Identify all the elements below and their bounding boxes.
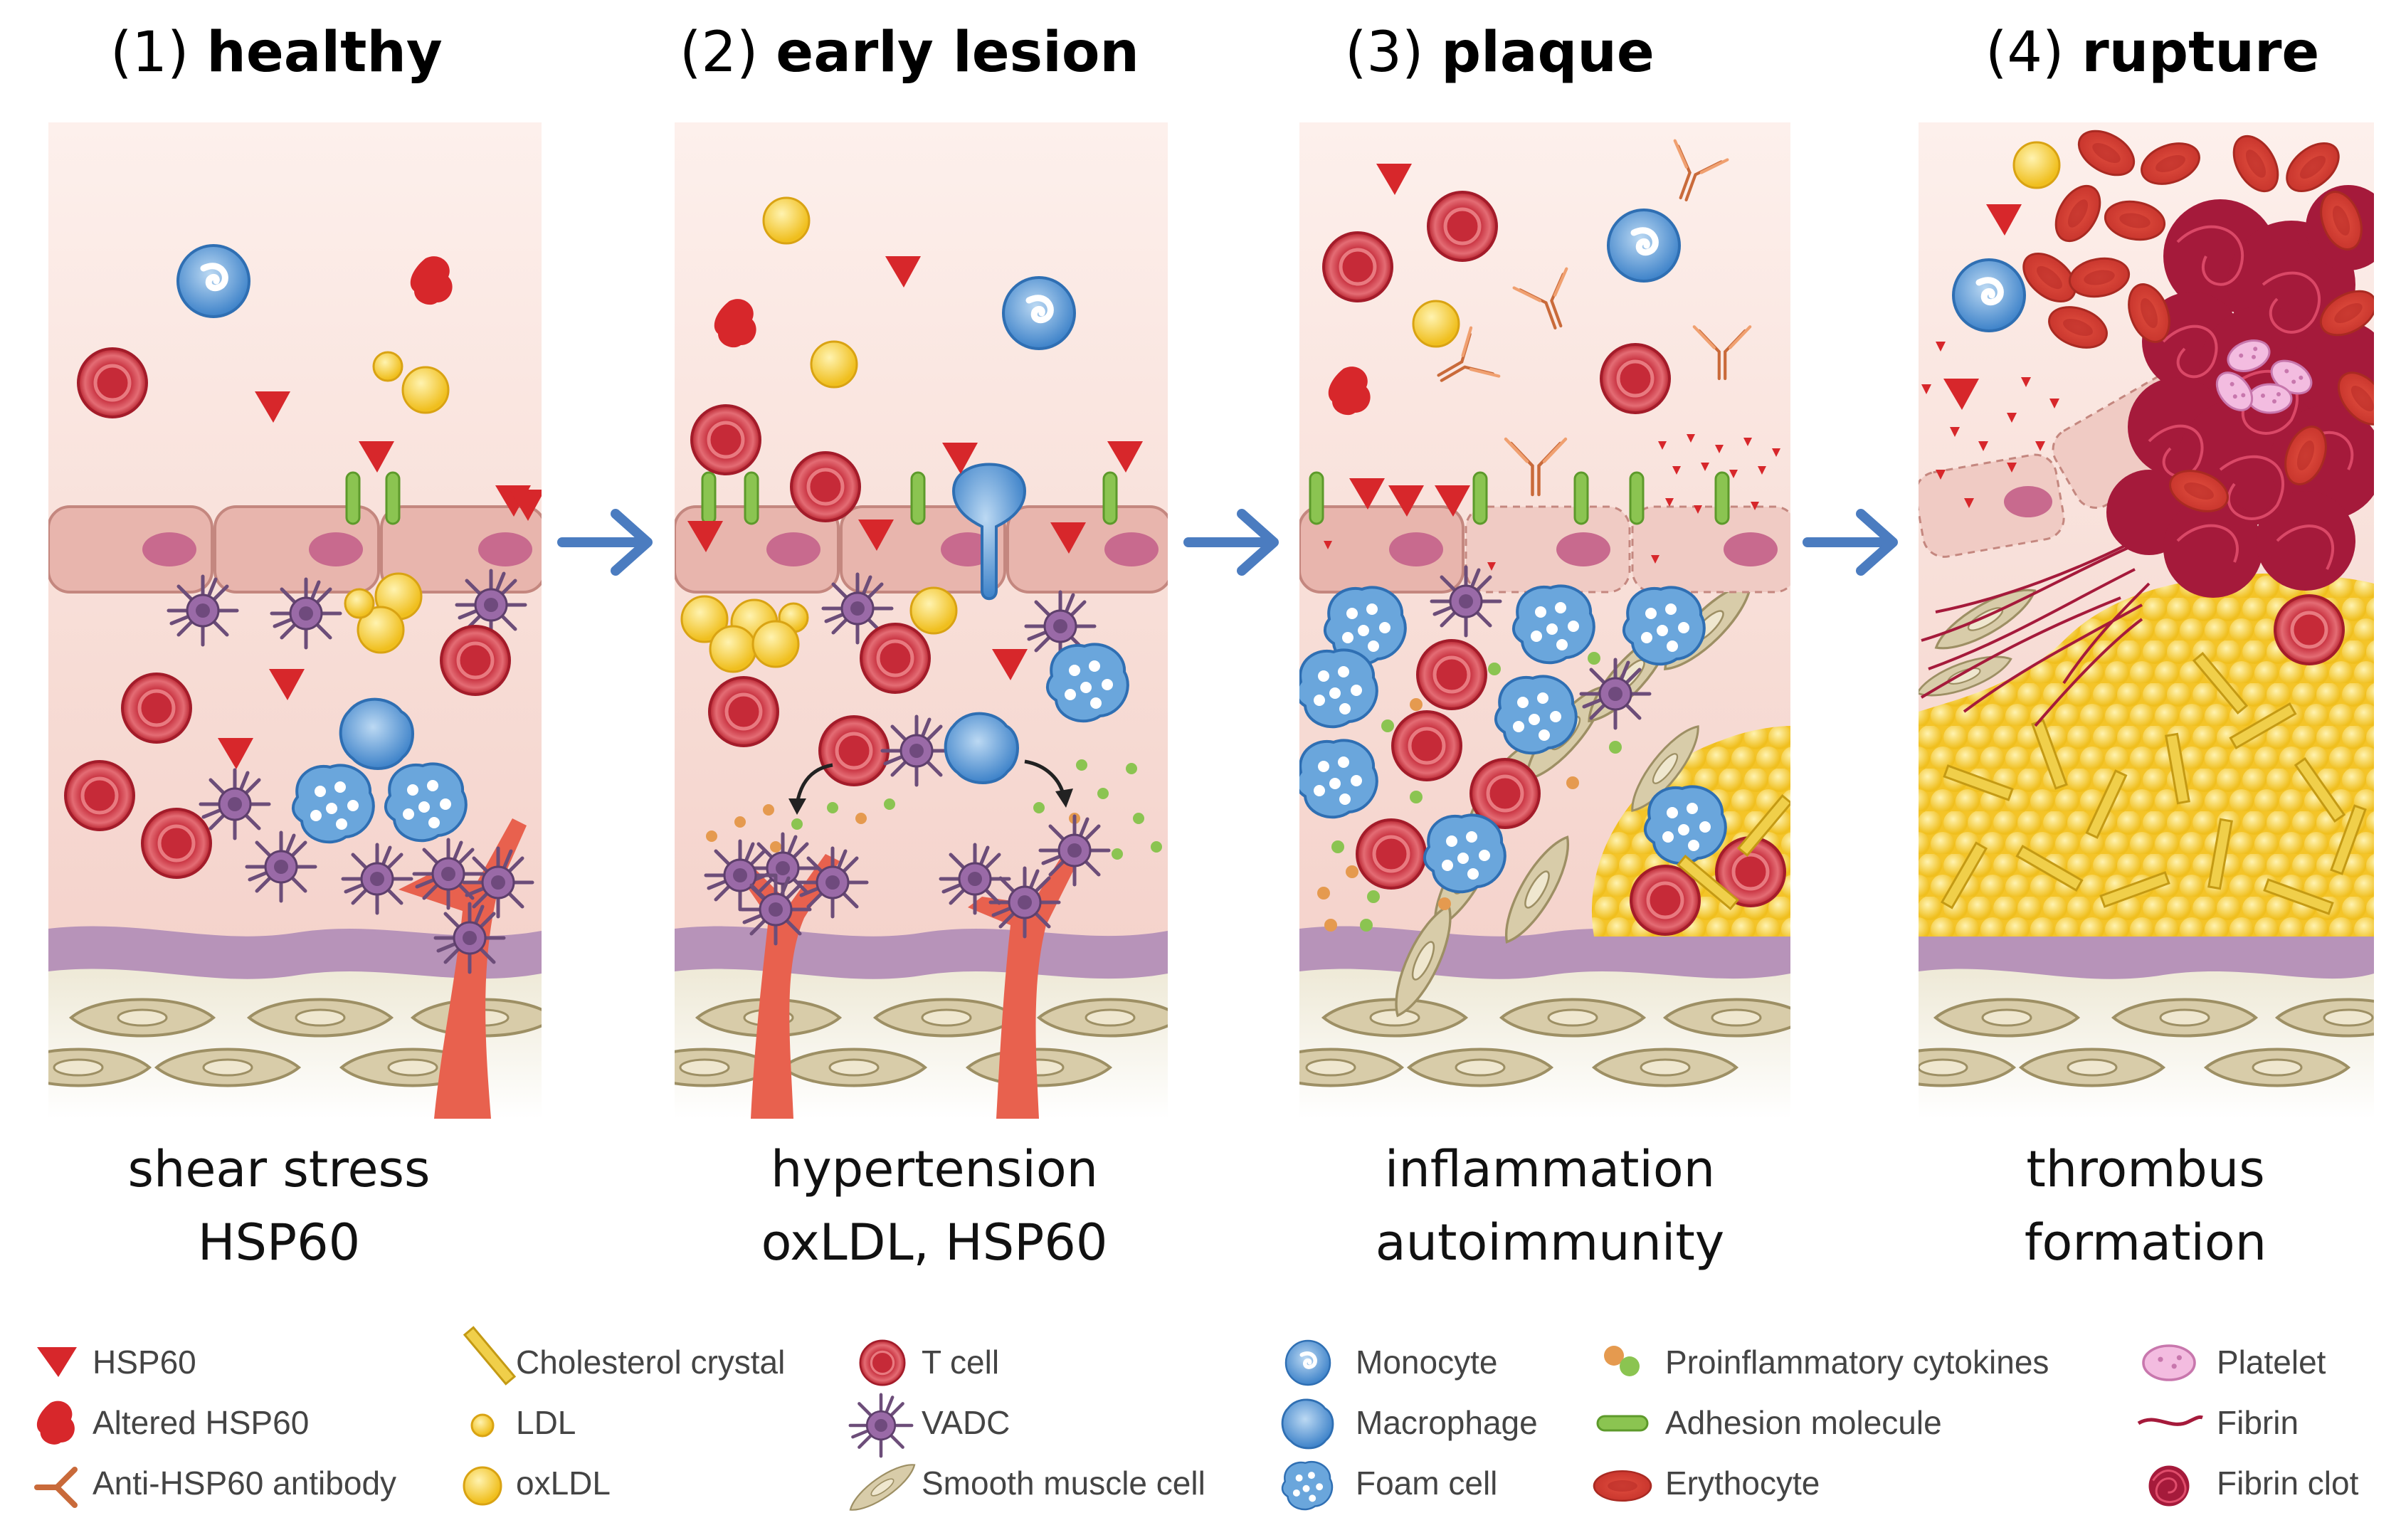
legend-label-macrophage: Macrophage	[1356, 1404, 1538, 1441]
antibody-icon	[34, 1467, 78, 1508]
legend-t-cell: T cell	[859, 1339, 999, 1386]
legend-label-fibrin-clot: Fibrin clot	[2217, 1465, 2359, 1502]
legend-adhesion-molecule: Adhesion molecule	[1596, 1404, 1942, 1441]
legend-label-adhesion-molecule: Adhesion molecule	[1665, 1404, 1942, 1441]
stage-1-caption-line2: HSP60	[198, 1213, 360, 1272]
legend-fibrin-clot: Fibrin clot	[2148, 1465, 2359, 1507]
stage-2-caption-line1: hypertension	[771, 1140, 1098, 1198]
adhesion-molecule-icon	[1596, 1415, 1649, 1432]
stage-4-title: (4) rupture	[1985, 21, 2319, 85]
monocyte-icon	[1286, 1341, 1330, 1385]
legend-proinflammatory-cytokines: Proinflammatory cytokines	[1604, 1344, 2049, 1381]
stage-1-title: (1) healthy	[110, 21, 443, 85]
legend-label-smooth-muscle-cell: Smooth muscle cell	[922, 1465, 1205, 1502]
stage-4-caption-line2: formation	[2025, 1213, 2267, 1272]
fibrin-icon	[2137, 1415, 2203, 1426]
panel-healthy	[48, 122, 542, 1119]
oxldl-icon	[463, 1466, 502, 1506]
legend-vadc: VADC	[850, 1395, 1010, 1456]
vadc-icon	[850, 1395, 912, 1456]
legend-altered-hsp60: Altered HSP60	[36, 1401, 309, 1445]
erythocyte-icon	[1593, 1470, 1652, 1502]
legend: HSP60 Altered HSP60 Anti-HSP60 antibody …	[34, 1326, 2359, 1519]
legend-fibrin: Fibrin	[2137, 1404, 2299, 1441]
legend-label-t-cell: T cell	[922, 1344, 999, 1381]
legend-label-ldl: LDL	[516, 1404, 576, 1441]
legend-label-vadc: VADC	[922, 1404, 1010, 1441]
panel-plaque	[1299, 122, 1790, 1119]
stage-3-caption-line2: autoimmunity	[1376, 1213, 1724, 1272]
stage-3-title: (3) plaque	[1345, 21, 1655, 85]
ldl-icon	[470, 1413, 495, 1438]
stage-3-caption-line1: inflammation	[1385, 1140, 1715, 1198]
legend-label-oxldl: oxLDL	[516, 1465, 611, 1502]
legend-label-hsp60: HSP60	[93, 1344, 196, 1381]
cholesterol-crystal-icon	[463, 1326, 517, 1386]
macrophage-icon	[1281, 1398, 1334, 1450]
legend-smooth-muscle-cell: Smooth muscle cell	[843, 1455, 1205, 1519]
legend-oxldl: oxLDL	[463, 1465, 611, 1506]
legend-label-foam-cell: Foam cell	[1356, 1465, 1497, 1502]
altered-hsp60-icon	[36, 1401, 75, 1445]
arrow-3-4	[1803, 509, 1898, 576]
stage-2-title: (2) early lesion	[680, 21, 1139, 85]
panel-rupture	[1919, 122, 2374, 1119]
cytokine-icon	[1604, 1346, 1640, 1376]
platelet-icon	[2142, 1344, 2196, 1381]
legend-label-anti-hsp60-antibody: Anti-HSP60 antibody	[93, 1465, 396, 1502]
arrow-1-2	[557, 509, 653, 576]
stage-2-caption-line2: oxLDL, HSP60	[761, 1213, 1108, 1272]
foam-cell-icon	[1281, 1460, 1334, 1511]
legend-platelet: Platelet	[2142, 1344, 2326, 1381]
legend-label-fibrin: Fibrin	[2217, 1404, 2299, 1441]
legend-foam-cell: Foam cell	[1281, 1460, 1497, 1511]
fibrin-clot-icon	[2148, 1465, 2190, 1507]
arrow-2-3	[1183, 509, 1279, 576]
legend-label-altered-hsp60: Altered HSP60	[93, 1404, 309, 1441]
panel-early-lesion	[675, 122, 1168, 1119]
hsp60-icon	[37, 1347, 77, 1377]
legend-label-platelet: Platelet	[2217, 1344, 2326, 1381]
legend-erythocyte: Erythocyte	[1593, 1465, 1820, 1502]
legend-hsp60: HSP60	[37, 1344, 196, 1381]
smooth-muscle-cell-icon	[843, 1455, 922, 1519]
legend-anti-hsp60-antibody: Anti-HSP60 antibody	[34, 1465, 396, 1508]
legend-macrophage: Macrophage	[1281, 1398, 1538, 1450]
stage-1-caption-line1: shear stress	[128, 1140, 431, 1198]
legend-ldl: LDL	[470, 1404, 576, 1441]
legend-label-erythocyte: Erythocyte	[1665, 1465, 1820, 1502]
legend-monocyte: Monocyte	[1286, 1341, 1497, 1385]
stage-4-caption-line1: thrombus	[2026, 1140, 2264, 1198]
legend-cholesterol-crystal: Cholesterol crystal	[463, 1326, 785, 1386]
legend-label-proinflammatory-cytokines: Proinflammatory cytokines	[1665, 1344, 2049, 1381]
legend-label-cholesterol-crystal: Cholesterol crystal	[516, 1344, 785, 1381]
t-cell-icon	[859, 1339, 906, 1386]
legend-label-monocyte: Monocyte	[1356, 1344, 1497, 1381]
